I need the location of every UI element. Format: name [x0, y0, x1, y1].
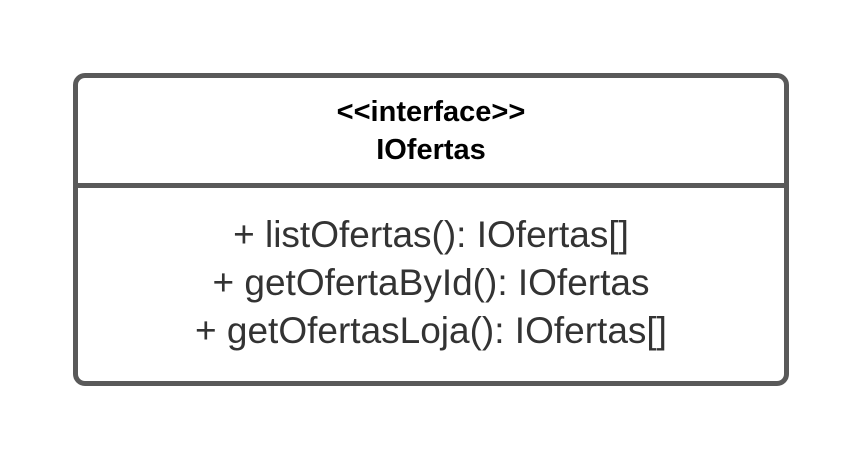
uml-class-box: <<interface>> IOfertas + listOfertas(): … [73, 73, 789, 386]
method-get-oferta-by-id: + getOfertaById(): IOfertas [212, 261, 650, 303]
class-header: <<interface>> IOfertas [78, 78, 784, 188]
methods-compartment: + listOfertas(): IOfertas[] + getOfertaB… [78, 188, 784, 381]
method-get-ofertas-loja: + getOfertasLoja(): IOfertas[] [195, 309, 667, 351]
stereotype-label: <<interface>> [336, 95, 526, 128]
class-name: IOfertas [376, 133, 486, 166]
method-list-ofertas: + listOfertas(): IOfertas[] [233, 213, 629, 255]
